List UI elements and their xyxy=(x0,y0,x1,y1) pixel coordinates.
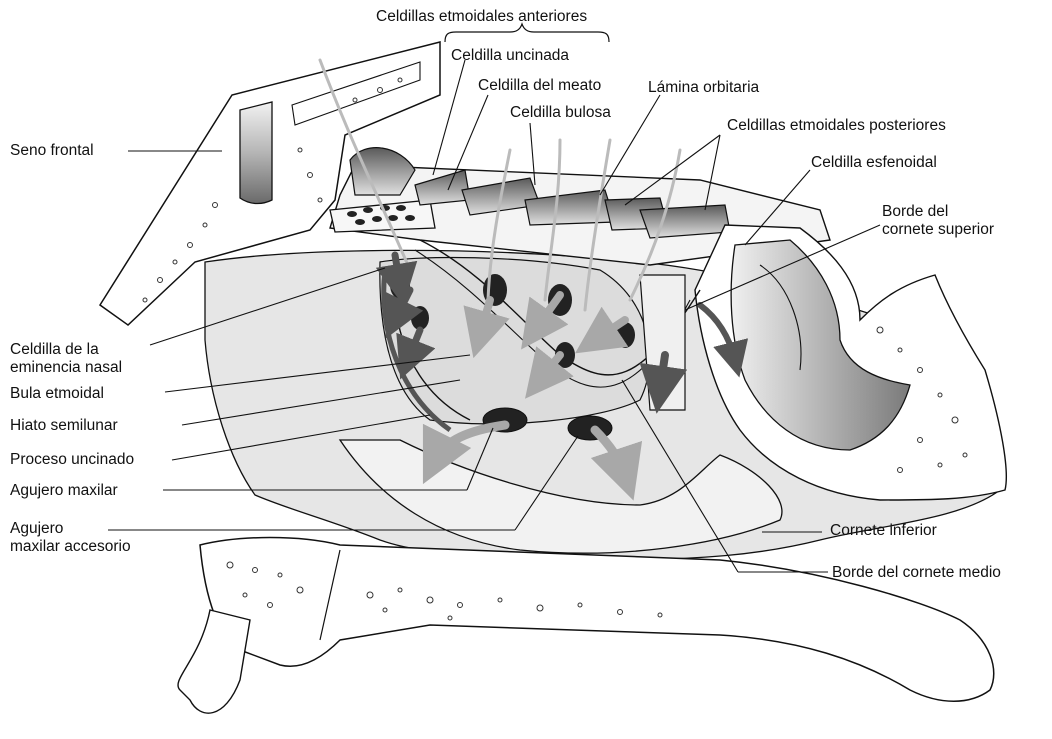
label-celdilla-uncinada: Celdilla uncinada xyxy=(451,47,569,65)
label-borde-cornete-superior: Borde del cornete superior xyxy=(882,203,994,239)
label-celdilla-del-meato: Celdilla del meato xyxy=(478,77,601,95)
label-lamina-orbitaria: Lámina orbitaria xyxy=(648,79,759,97)
anterior-cells-bracket xyxy=(445,24,609,42)
label-cornete-inferior: Cornete inferior xyxy=(830,522,937,540)
incisor-tooth xyxy=(178,610,250,713)
label-celdilla-bulosa: Celdilla bulosa xyxy=(510,104,611,122)
ostium-2 xyxy=(411,306,429,330)
frontal-sinus xyxy=(240,102,272,204)
label-hiato-semilunar: Hiato semilunar xyxy=(10,417,118,435)
label-celdillas-etmoidales-anteriores: Celdillas etmoidales anteriores xyxy=(376,8,587,26)
label-proceso-uncinado: Proceso uncinado xyxy=(10,451,134,469)
label-celdillas-etmoidales-posteriores: Celdillas etmoidales posteriores xyxy=(727,117,946,135)
label-bula-etmoidal: Bula etmoidal xyxy=(10,385,104,403)
label-celdilla-esfenoidal: Celdilla esfenoidal xyxy=(811,154,937,172)
label-celdilla-eminencia-nasal: Celdilla de la eminencia nasal xyxy=(10,341,122,377)
ethmoid-cell-posterior-3 xyxy=(640,205,730,238)
label-seno-frontal: Seno frontal xyxy=(10,142,94,160)
label-agujero-maxilar: Agujero maxilar xyxy=(10,482,118,500)
label-agujero-maxilar-accesorio: Agujero maxilar accesorio xyxy=(10,520,131,556)
label-borde-cornete-medio: Borde del cornete medio xyxy=(832,564,1001,582)
hard-palate xyxy=(200,538,994,702)
